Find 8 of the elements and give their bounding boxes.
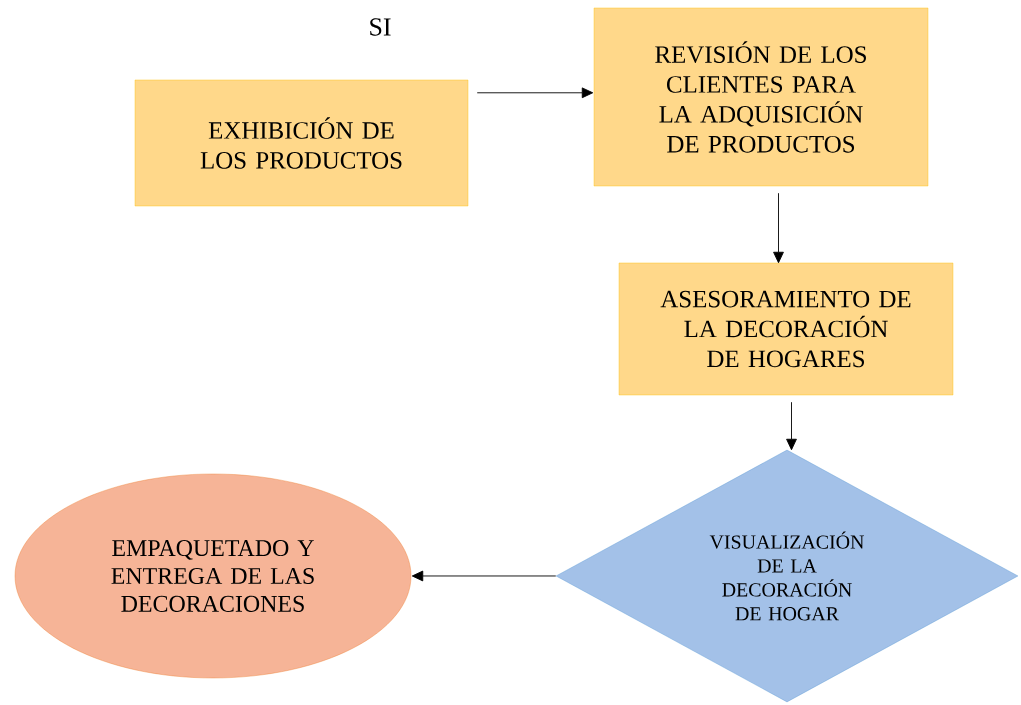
arrow (773, 192, 784, 264)
process-box: ASESORAMIENTO DE LA DECORACIÓN DE HOGARES (618, 262, 954, 396)
arrow (786, 401, 797, 451)
arrow (476, 87, 594, 99)
process-box: EXHIBICIÓN DE LOS PRODUCTOS (134, 79, 469, 207)
label-text: SI (370, 18, 391, 36)
arrow (411, 570, 557, 582)
process-box: REVISIÓN DE LOS CLIENTES PARA LA ADQUISICIÓN DE PRODUCTOS (593, 7, 929, 187)
